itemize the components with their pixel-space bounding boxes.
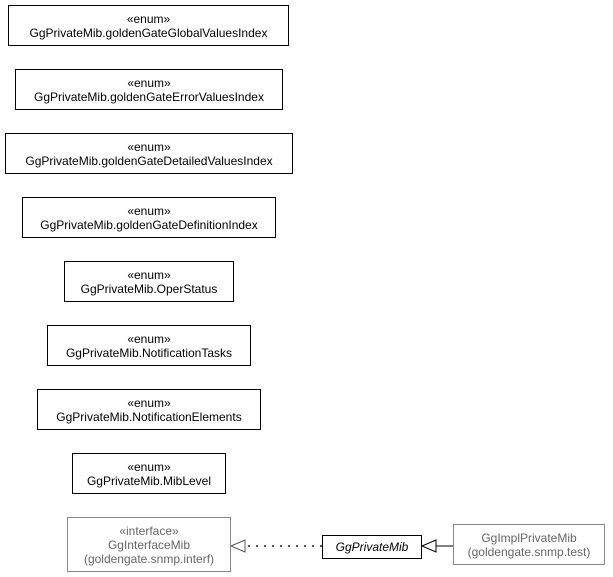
enum-oper-status[interactable]: «enum» GgPrivateMib.OperStatus xyxy=(64,261,234,302)
enum-name: GgPrivateMib.goldenGateGlobalValuesIndex xyxy=(29,25,268,40)
interface-package: (goldengate.snmp.interf) xyxy=(83,551,215,566)
enum-stereotype: «enum» xyxy=(127,395,171,410)
enum-mib-level[interactable]: «enum» GgPrivateMib.MibLevel xyxy=(72,453,226,494)
impl-box[interactable]: GgImplPrivateMib (goldengate.snmp.test) xyxy=(453,524,605,565)
enum-stereotype: «enum» xyxy=(127,139,171,154)
enum-detailed-values-index[interactable]: «enum» GgPrivateMib.goldenGateDetailedVa… xyxy=(5,133,293,174)
generalization-arrowhead-icon xyxy=(420,539,437,553)
enum-definition-index[interactable]: «enum» GgPrivateMib.goldenGateDefinition… xyxy=(22,197,276,238)
enum-notification-elements[interactable]: «enum» GgPrivateMib.NotificationElements xyxy=(37,389,261,430)
enum-name: GgPrivateMib.NotificationTasks xyxy=(65,345,233,360)
enum-name: GgPrivateMib.NotificationElements xyxy=(56,409,242,424)
enum-stereotype: «enum» xyxy=(127,75,171,90)
enum-stereotype: «enum» xyxy=(127,203,171,218)
enum-name: GgPrivateMib.OperStatus xyxy=(80,281,218,296)
focus-class-name: GgPrivateMib xyxy=(335,540,409,554)
enum-notification-tasks[interactable]: «enum» GgPrivateMib.NotificationTasks xyxy=(47,325,251,366)
enum-stereotype: «enum» xyxy=(126,11,171,26)
interface-name: GgInterfaceMib xyxy=(107,537,191,552)
enum-global-values-index[interactable]: «enum» GgPrivateMib.goldenGateGlobalValu… xyxy=(8,5,289,46)
enum-stereotype: «enum» xyxy=(127,459,171,474)
impl-name: GgImplPrivateMib xyxy=(481,530,577,545)
enum-name: GgPrivateMib.MibLevel xyxy=(86,473,212,488)
enum-error-values-index[interactable]: «enum» GgPrivateMib.goldenGateErrorValue… xyxy=(15,69,283,110)
interface-stereotype: «interface» xyxy=(119,523,179,538)
focus-class-box[interactable]: GgPrivateMib xyxy=(322,535,422,559)
enum-stereotype: «enum» xyxy=(127,331,171,346)
enum-name: GgPrivateMib.goldenGateErrorValuesIndex xyxy=(34,89,264,104)
enum-name: GgPrivateMib.goldenGateDefinitionIndex xyxy=(40,217,258,232)
enum-stereotype: «enum» xyxy=(127,267,171,282)
realization-arrowhead-icon xyxy=(229,539,246,553)
impl-package: (goldengate.snmp.test) xyxy=(467,544,591,559)
interface-box[interactable]: «interface» GgInterfaceMib (goldengate.s… xyxy=(67,517,231,572)
enum-name: GgPrivateMib.goldenGateDetailedValuesInd… xyxy=(25,153,273,168)
